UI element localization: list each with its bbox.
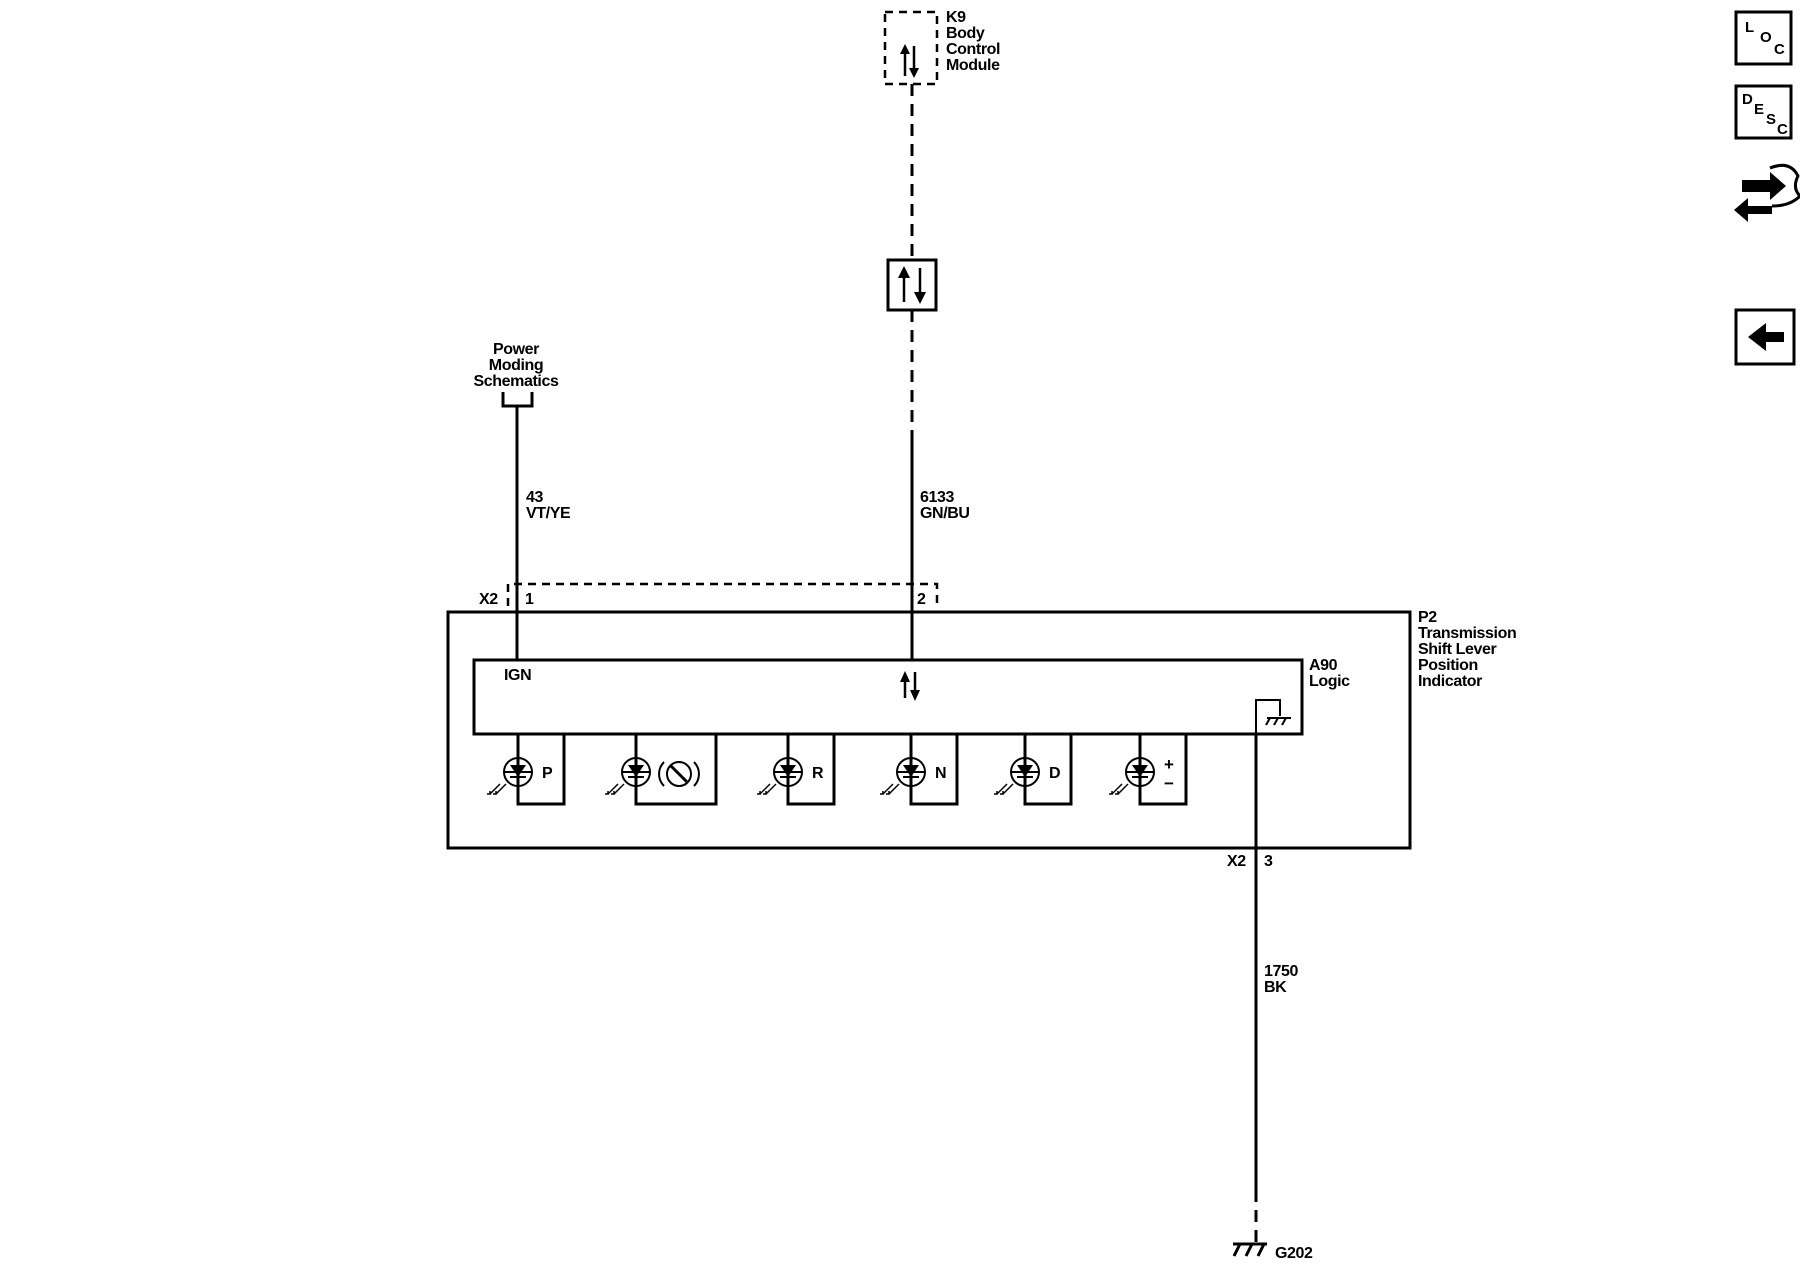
p2-name-line2: Shift Lever [1418,641,1496,658]
p2-name-line1: Transmission [1418,625,1516,642]
power-ref-line3: Schematics [474,373,559,390]
loc-letter-o: O [1760,29,1772,46]
p2-name-line4: Indicator [1418,673,1482,690]
led-icon [1108,755,1155,795]
led-label-minus: − [1164,774,1174,793]
k9-name-line2: Control [946,41,1000,58]
serial-data-arrows-icon [900,671,920,701]
k9-id-label: K9 [946,9,966,26]
desc-icon: D E S C [1742,91,1788,138]
led-label-d: D [1049,765,1060,782]
desc-letter-s: S [1766,111,1776,128]
desc-button[interactable]: D E S C [1734,84,1793,140]
led-manual-shift: + − [1108,734,1188,806]
wire-1750-color: BK [1264,979,1287,996]
led-reverse: R [756,734,836,806]
wire-6133-color: GN/BU [920,505,970,522]
a90-logic-module[interactable]: A90 Logic IGN [472,657,1351,736]
k9-body-control-module[interactable]: K9 Body Control Module [883,9,1000,86]
k9-name-line3: Module [946,57,1000,74]
loc-letter-c: C [1774,41,1785,58]
ground-label: G202 [1275,1245,1313,1262]
led-label-plus: + [1164,755,1174,774]
ground-symbol-icon [1232,1242,1267,1257]
connector-end-view-button[interactable] [1734,163,1800,222]
loc-button[interactable]: L O C [1734,10,1793,66]
a90-logic-box [472,658,1304,736]
p2-name-line3: Position [1418,657,1478,674]
connector-x2-pin2: 2 [917,591,926,608]
power-ref-line2: Moding [489,357,543,374]
ign-input-label: IGN [504,667,531,684]
wire-1750-circuit: 1750 [1264,963,1298,980]
led-neutral: N [879,734,959,806]
desc-letter-e: E [1754,101,1764,118]
ground-g202[interactable]: G202 [1232,1242,1313,1262]
k9-name-line1: Body [946,25,985,42]
k9-module-box [883,10,939,86]
loc-icon: L O C [1745,19,1785,58]
wire-43-circuit: 43 [526,489,543,506]
led-label-r: R [812,765,824,782]
led-park-brake [604,734,718,806]
internal-ground-icon [1255,699,1291,734]
p2-transmission-shift-lever-position-indicator[interactable]: P2 Transmission Shift Lever Position Ind… [446,609,1517,850]
park-brake-warning-icon [658,761,700,787]
p2-id: P2 [1418,609,1437,626]
led-label-n: N [935,765,946,782]
led-park: P [486,734,566,806]
connector-x2-top-outline [506,582,939,606]
p2-component-box [446,610,1412,850]
wire-43-color: VT/YE [526,505,571,522]
connector-x2-bottom[interactable]: X2 3 [1227,853,1273,870]
desc-letter-c: C [1777,121,1788,138]
connector-x2-pin3: 3 [1264,853,1273,870]
desc-letter-d: D [1742,91,1753,108]
wire-6133-circuit: 6133 [920,489,954,506]
led-drive: D [993,734,1073,806]
led-icon [604,755,651,795]
connector-x2-pin1: 1 [525,591,534,608]
connector-end-view-icon [1734,163,1800,222]
led-icon [486,755,533,795]
a90-id: A90 [1309,657,1338,674]
loc-letter-l: L [1745,19,1754,36]
connector-x2-bottom-name: X2 [1227,853,1246,870]
led-icon [993,755,1040,795]
back-arrow-icon [1748,323,1784,351]
serial-data-arrows-icon [900,44,919,78]
led-label-p: P [542,765,553,782]
power-ref-bracket [501,392,534,408]
connector-x2-top[interactable]: X2 1 2 [479,582,939,608]
power-ref-line1: Power [493,341,539,358]
power-moding-schematics-link[interactable]: Power Moding Schematics [474,341,559,408]
a90-label: Logic [1309,673,1350,690]
led-icon [756,755,803,795]
connector-x2-top-name: X2 [479,591,498,608]
back-button[interactable] [1734,308,1796,366]
led-icon [879,755,926,795]
serial-data-link-icon[interactable] [886,258,938,312]
